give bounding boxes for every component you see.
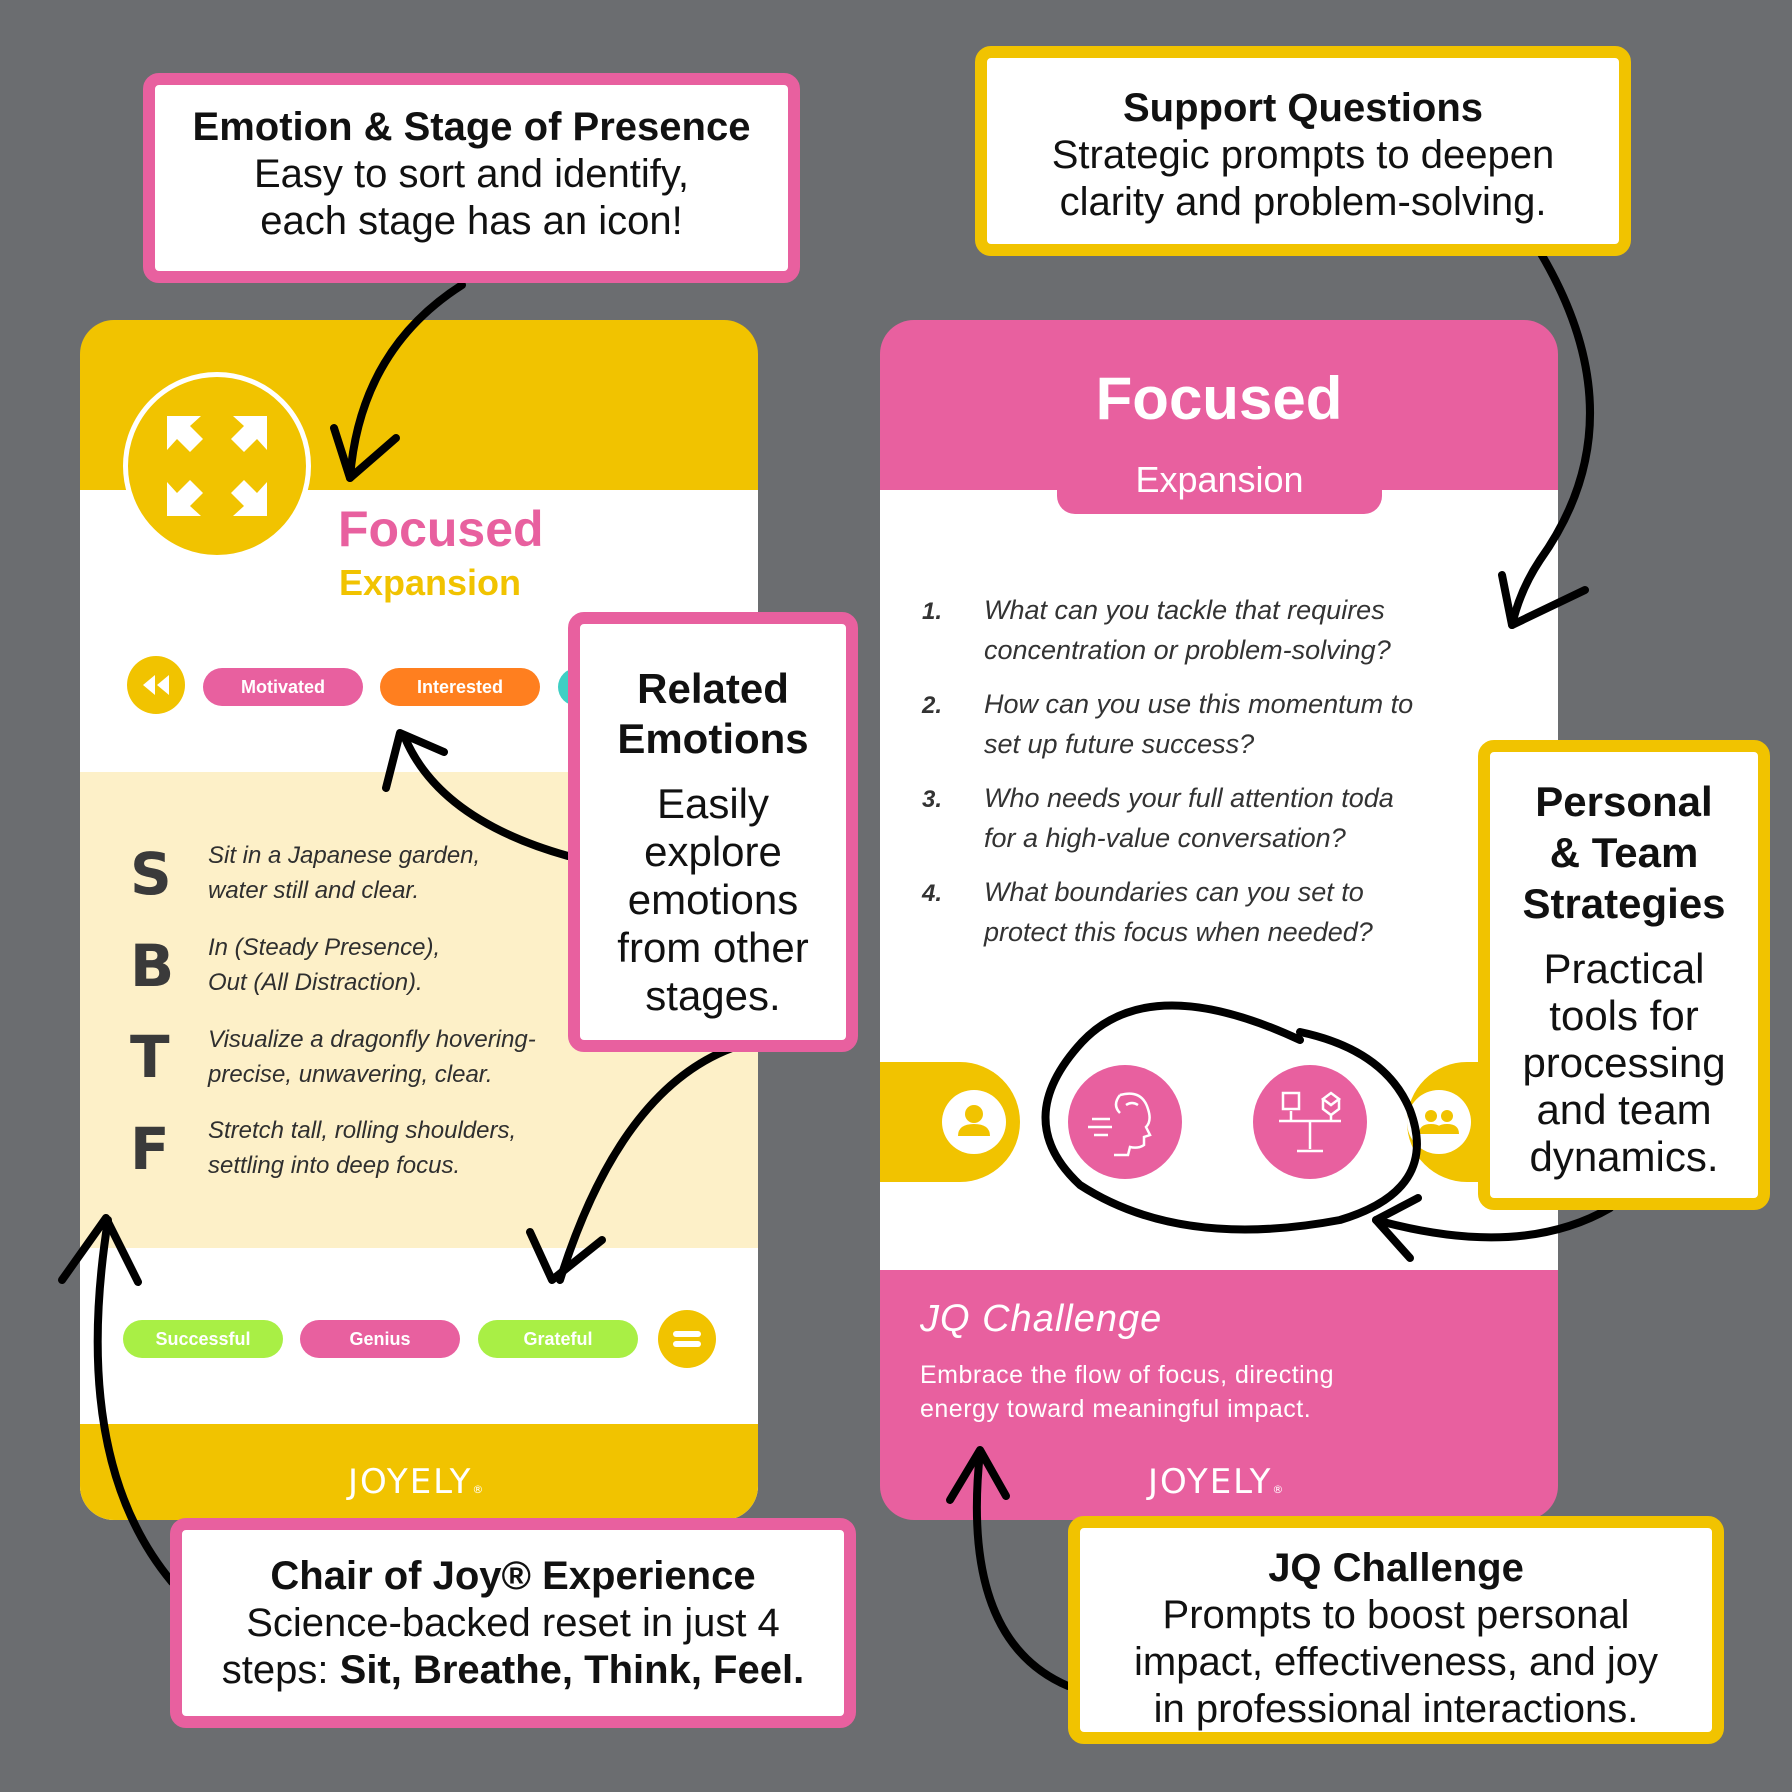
callout-line: Easily — [656, 780, 770, 827]
stage-tab: Expansion — [1057, 452, 1382, 514]
emotion-pill-interested[interactable]: Interested — [380, 668, 540, 706]
balance-scale-icon[interactable] — [1253, 1065, 1367, 1179]
expand-arrows-icon — [123, 372, 311, 560]
callout-line: tools for — [1549, 992, 1699, 1039]
emotion-pill-grateful[interactable]: Grateful — [478, 1320, 638, 1358]
callout-line: from other — [617, 924, 809, 971]
emotion-pill-successful[interactable]: Successful — [123, 1320, 283, 1358]
callout-personal-team-strategies: Personal & Team Strategies Practical too… — [1478, 740, 1770, 1210]
brand-logo: JOYELY® — [348, 1462, 484, 1502]
callout-line: processing — [1522, 1039, 1726, 1086]
card-footer — [80, 1424, 758, 1520]
callout-related-emotions: Related Emotions Easily explore emotions… — [568, 612, 858, 1052]
callout-title: & Team — [1549, 829, 1699, 876]
jq-challenge-title: JQ Challenge — [920, 1298, 1163, 1340]
brand-logo: JOYELY® — [1148, 1462, 1284, 1502]
sbtf-letter-s: S — [130, 840, 172, 908]
question-number: 1. — [922, 598, 943, 625]
emotion-pill-genius[interactable]: Genius — [300, 1320, 460, 1358]
callout-line: dynamics. — [1529, 1133, 1719, 1180]
callout-line: clarity and problem-solving. — [1059, 180, 1547, 224]
callout-chair-of-joy: Chair of Joy® Experience Science-backed … — [170, 1518, 856, 1728]
callout-emotion-stage: Emotion & Stage of Presence Easy to sort… — [143, 73, 800, 283]
question-number: 3. — [922, 786, 943, 813]
callout-line: in professional interactions. — [1153, 1687, 1639, 1731]
sbtf-letter-t: T — [130, 1023, 170, 1091]
emotion-card-back: Focused Expansion 1. What can you tackle… — [880, 320, 1558, 1520]
callout-title: Personal — [1535, 778, 1713, 825]
equals-icon[interactable] — [658, 1310, 716, 1368]
callout-line: and team — [1536, 1086, 1712, 1133]
sbtf-letter-b: B — [130, 932, 175, 1000]
callout-title: Emotion & Stage of Presence — [192, 105, 751, 149]
team-icon[interactable] — [1407, 1090, 1471, 1154]
callout-line: Prompts to boost personal — [1162, 1593, 1630, 1637]
person-icon[interactable] — [942, 1090, 1006, 1154]
callout-title: JQ Challenge — [1268, 1546, 1524, 1590]
callout-jq-challenge: JQ Challenge Prompts to boost personal i… — [1068, 1516, 1724, 1744]
callout-title: Strategies — [1522, 880, 1726, 927]
emotion-pill-motivated[interactable]: Motivated — [203, 668, 363, 706]
callout-line: Practical — [1543, 945, 1705, 992]
callout-line: explore — [644, 828, 782, 875]
callout-title: Chair of Joy® Experience — [270, 1554, 756, 1598]
emotion-title: Focused — [1095, 365, 1343, 432]
callout-line: Easy to sort and identify, — [253, 152, 690, 196]
breathing-face-icon[interactable] — [1068, 1065, 1182, 1179]
emotion-title: Focused — [338, 501, 544, 557]
callout-line: each stage has an icon! — [260, 199, 683, 243]
callout-title: Related — [637, 665, 789, 712]
callout-support-questions: Support Questions Strategic prompts to d… — [975, 46, 1631, 256]
sbtf-letter-f: F — [130, 1115, 170, 1183]
sbtf-think-text: Visualize a dragonfly hovering-precise, … — [208, 1026, 536, 1088]
callout-line: steps: Sit, Breathe, Think, Feel. — [221, 1648, 805, 1692]
question-number: 4. — [922, 880, 943, 907]
callout-line: emotions — [627, 876, 799, 923]
callout-title: Support Questions — [1123, 86, 1483, 130]
question-number: 2. — [922, 692, 943, 719]
stage-subtitle: Expansion — [339, 562, 522, 603]
callout-line: Strategic prompts to deepen — [1051, 133, 1555, 177]
callout-line: impact, effectiveness, and joy — [1134, 1640, 1658, 1684]
callout-title: Emotions — [617, 715, 809, 762]
rewind-icon[interactable] — [127, 656, 185, 714]
sbtf-feel-text: Stretch tall, rolling shoulders,settling… — [208, 1117, 517, 1179]
callout-line: stages. — [645, 972, 781, 1019]
sbtf-breathe-text: In (Steady Presence),Out (All Distractio… — [208, 934, 441, 996]
callout-line: Science-backed reset in just 4 — [246, 1601, 780, 1645]
